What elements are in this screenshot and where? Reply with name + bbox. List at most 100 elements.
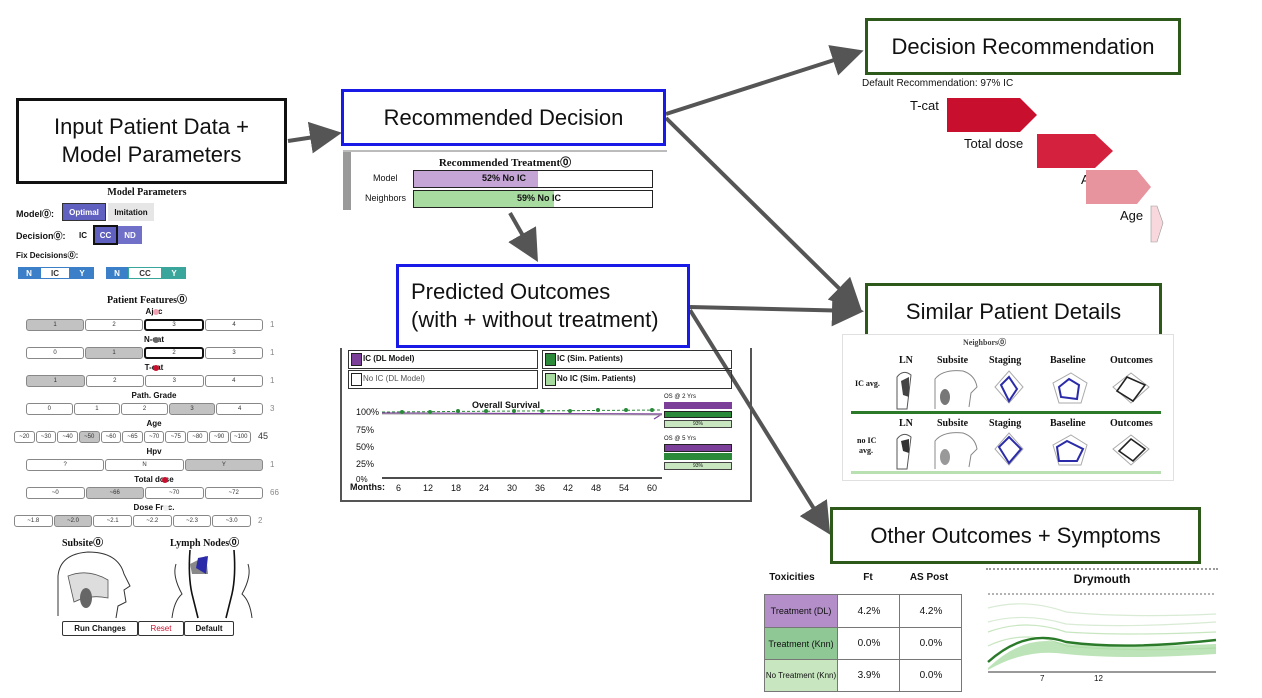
pathgrade-selector[interactable]: 0 1 2 3 4 bbox=[26, 403, 264, 415]
legend-ic-sim-label: IC (Sim. Patients) bbox=[557, 354, 623, 363]
model-imitation-button[interactable]: Imitation bbox=[108, 203, 154, 221]
fix-ic-yes[interactable]: Y bbox=[70, 267, 94, 279]
decision-feature-arrows bbox=[947, 98, 1164, 243]
decision-cc-button[interactable]: CC bbox=[93, 225, 118, 245]
reset-button[interactable]: Reset bbox=[138, 621, 184, 636]
totaldose-option[interactable]: ~72 bbox=[204, 487, 263, 499]
dosefrac-selector[interactable]: ~1.8 ~2.0 ~2.1 ~2.2 ~2.3 ~3.0 bbox=[14, 515, 252, 527]
os2-noic-sim-bar: 93% bbox=[664, 420, 732, 428]
totaldose-option[interactable]: ~70 bbox=[145, 487, 204, 499]
arrow-to-similar-patients bbox=[664, 116, 862, 311]
rec-model-bar: 52% No IC bbox=[413, 170, 653, 188]
feature-pathgrade-label: Path. Grade bbox=[131, 391, 177, 400]
fix-ic-no[interactable]: N bbox=[18, 267, 40, 279]
hpv-option[interactable]: N bbox=[105, 459, 184, 471]
drymouth-chart bbox=[987, 593, 1217, 673]
dosefrac-option[interactable]: ~2.1 bbox=[93, 515, 133, 527]
tcat-selector[interactable]: 1 2 3 4 bbox=[26, 375, 264, 387]
dosefrac-option[interactable]: ~2.2 bbox=[133, 515, 172, 527]
ncat-option[interactable]: 0 bbox=[26, 347, 84, 359]
ytick-0: 0% bbox=[356, 475, 368, 484]
ajcc-arrow bbox=[1086, 170, 1151, 204]
legend-ic-dl[interactable]: IC (DL Model) bbox=[348, 350, 538, 369]
age-option[interactable]: ~90 bbox=[208, 431, 230, 443]
age-option[interactable]: ~50 bbox=[78, 431, 100, 443]
survival-marker bbox=[428, 410, 432, 414]
totaldose-option[interactable]: ~66 bbox=[85, 487, 144, 499]
ajcc-selector[interactable]: 1 2 3 4 bbox=[26, 319, 264, 331]
xtick: 18 bbox=[451, 483, 462, 493]
legend-ic-sim[interactable]: IC (Sim. Patients) bbox=[542, 350, 732, 369]
age-option[interactable]: ~20 bbox=[14, 431, 35, 443]
dosefrac-option[interactable]: ~2.0 bbox=[53, 515, 93, 527]
default-button[interactable]: Default bbox=[184, 621, 234, 636]
age-option[interactable]: ~70 bbox=[143, 431, 165, 443]
dosefrac-option[interactable]: ~2.3 bbox=[172, 515, 212, 527]
tox-divider bbox=[765, 627, 961, 628]
ajcc-option[interactable]: 1 bbox=[26, 319, 84, 331]
legend-noic-sim[interactable]: No IC (Sim. Patients) bbox=[542, 370, 732, 389]
age-option[interactable]: ~65 bbox=[122, 431, 143, 443]
age-option[interactable]: ~30 bbox=[35, 431, 57, 443]
ncat-option[interactable]: 3 bbox=[205, 347, 263, 359]
ajcc-option[interactable]: 2 bbox=[85, 319, 143, 331]
dosefrac-option[interactable]: ~3.0 bbox=[212, 515, 252, 527]
ic-dl-line bbox=[382, 412, 662, 420]
ajcc-option[interactable]: 4 bbox=[205, 319, 263, 331]
tcat-option[interactable]: 1 bbox=[26, 375, 85, 387]
age-selector[interactable]: ~20 ~30 ~40 ~50 ~60 ~65 ~70 ~75 ~80 ~90 … bbox=[14, 431, 252, 443]
age-option[interactable]: ~75 bbox=[165, 431, 187, 443]
survival-marker bbox=[596, 408, 600, 412]
survival-marker bbox=[540, 409, 544, 413]
decision-nd-button[interactable]: ND bbox=[118, 226, 142, 244]
ncat-selector[interactable]: 0 1 2 3 bbox=[26, 347, 264, 359]
recommended-treatment-panel: Recommended Treatment⓪ Model 52% No IC N… bbox=[343, 150, 667, 212]
run-changes-button[interactable]: Run Changes bbox=[62, 621, 138, 636]
age-option[interactable]: ~40 bbox=[57, 431, 78, 443]
age-option[interactable]: ~60 bbox=[100, 431, 122, 443]
lymph-nodes-icon[interactable] bbox=[162, 546, 262, 621]
recommended-decision-label: Recommended Decision bbox=[383, 104, 624, 130]
tcat-importance-dot bbox=[153, 365, 159, 371]
fix-cc-no[interactable]: N bbox=[106, 267, 128, 279]
hpv-selector[interactable]: ? N Y bbox=[26, 459, 264, 471]
col-staging-header-2: Staging bbox=[989, 418, 1022, 429]
rec-model-bar-fill bbox=[414, 171, 538, 187]
feature-dosefrac-label: Dose Frac. bbox=[133, 503, 175, 512]
pathgrade-option[interactable]: 4 bbox=[216, 403, 263, 415]
as-post-header: AS Post bbox=[909, 572, 949, 583]
age-option[interactable]: ~80 bbox=[187, 431, 208, 443]
tcat-option[interactable]: 4 bbox=[204, 375, 263, 387]
pathgrade-option[interactable]: 3 bbox=[168, 403, 216, 415]
other-outcomes-label: Other Outcomes + Symptoms bbox=[870, 522, 1161, 548]
tcat-option[interactable]: 3 bbox=[145, 375, 204, 387]
fix-ic-label[interactable]: IC bbox=[40, 267, 70, 279]
pathgrade-option[interactable]: 1 bbox=[73, 403, 121, 415]
dosefrac-option[interactable]: ~1.8 bbox=[14, 515, 53, 527]
xtick: 54 bbox=[619, 483, 630, 493]
legend-noic-dl[interactable]: No IC (DL Model) bbox=[348, 370, 538, 389]
model-label: Model⓪: bbox=[16, 209, 54, 219]
age-option[interactable]: ~100 bbox=[230, 431, 252, 443]
totaldose-selector[interactable]: ~0 ~66 ~70 ~72 bbox=[26, 487, 264, 499]
fix-cc-label[interactable]: CC bbox=[128, 267, 162, 279]
decision-ic-button[interactable]: IC bbox=[79, 230, 87, 240]
subsite-head-icon[interactable] bbox=[48, 546, 138, 621]
hpv-option[interactable]: Y bbox=[184, 459, 263, 471]
totaldose-option[interactable]: ~0 bbox=[26, 487, 85, 499]
legend-ic-dl-label: IC (DL Model) bbox=[363, 354, 415, 363]
ytick-50: 50% bbox=[356, 442, 375, 452]
pathgrade-option[interactable]: 2 bbox=[121, 403, 168, 415]
model-optimal-button[interactable]: Optimal bbox=[62, 203, 106, 221]
pathgrade-option[interactable]: 0 bbox=[26, 403, 73, 415]
age-arrow bbox=[1150, 205, 1164, 243]
col-subsite-header-2: Subsite bbox=[937, 418, 969, 429]
pathgrade-value: 3 bbox=[270, 404, 275, 413]
fix-cc-yes[interactable]: Y bbox=[162, 267, 186, 279]
ncat-option[interactable]: 1 bbox=[85, 347, 143, 359]
ncat-option[interactable]: 2 bbox=[144, 347, 204, 359]
panel-side-bar bbox=[343, 152, 351, 210]
ajcc-option[interactable]: 3 bbox=[144, 319, 204, 331]
tcat-option[interactable]: 2 bbox=[85, 375, 144, 387]
hpv-option[interactable]: ? bbox=[26, 459, 105, 471]
